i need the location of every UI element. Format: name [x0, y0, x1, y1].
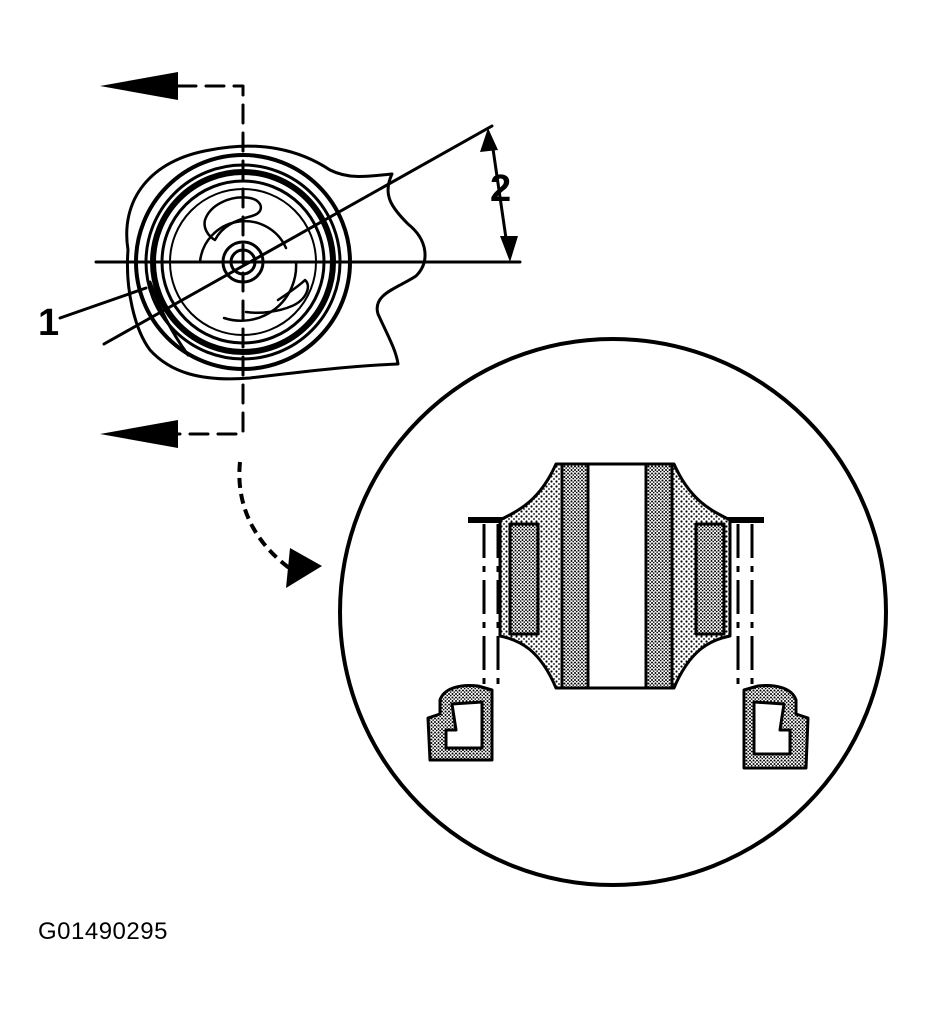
- section-arrow-top: [100, 72, 178, 100]
- inner-sleeve-right: [644, 462, 674, 690]
- section-line: [176, 84, 245, 436]
- angle-dimension: [490, 141, 510, 253]
- outer-sleeve-right: [694, 522, 726, 636]
- inner-ring-arc: [198, 219, 288, 264]
- bore: [586, 462, 648, 690]
- top-view: [58, 84, 522, 436]
- detail-arrow-shaft: [237, 461, 294, 572]
- arm-profile-left-inner: [444, 700, 484, 750]
- callout-1-label: 1: [38, 302, 60, 344]
- callout-1-leader: [58, 286, 148, 320]
- arm-profile-right-inner: [752, 700, 792, 756]
- outer-lip: [148, 280, 190, 357]
- callout-2-label: 2: [490, 168, 512, 210]
- arm-outline: [125, 144, 427, 381]
- angle-arrow-top: [480, 128, 498, 152]
- inner-ring-arc-2: [222, 260, 298, 322]
- inner-void-top: [203, 196, 262, 242]
- outer-sleeve-left: [508, 522, 540, 636]
- diagonal-reference-line: [102, 124, 494, 346]
- section-arrow-bottom: [100, 420, 178, 448]
- detail-view: [338, 337, 888, 887]
- inner-sleeve-left: [560, 462, 590, 690]
- angle-arrow-bottom: [500, 236, 518, 262]
- figure-id: G01490295: [38, 918, 168, 945]
- detail-arrow-head: [286, 548, 322, 588]
